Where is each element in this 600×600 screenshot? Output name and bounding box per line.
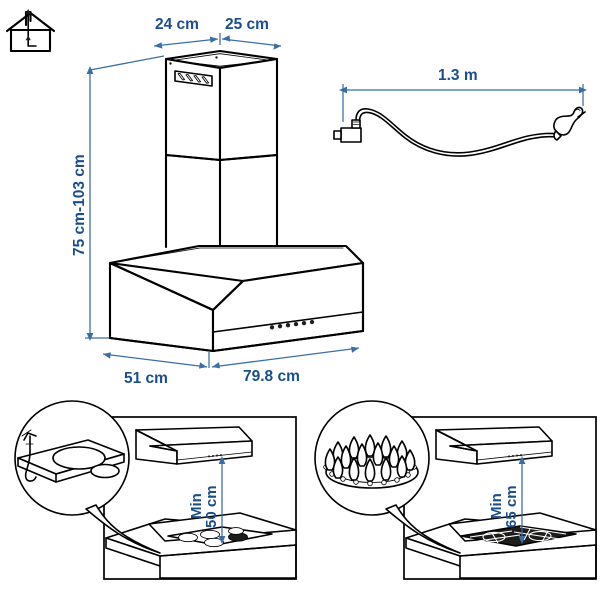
gas-burner-flame-icon <box>314 400 461 554</box>
house-duct-outside-icon <box>5 9 56 53</box>
schuko-plug-icon <box>553 106 586 141</box>
vent-louvers <box>174 70 213 87</box>
dim-depth-hood-body: 51 cm <box>124 370 168 387</box>
min-value-right: 65 cm <box>503 485 520 528</box>
min-clearance-dimension-right: Min 65 cm <box>488 456 526 544</box>
dim-height-range: 75 cm-103 cm <box>71 154 88 256</box>
dim-width-upper-duct: 25 cm <box>225 16 269 33</box>
flame-row-middle <box>324 442 416 471</box>
min-label-right: Min <box>488 493 505 519</box>
electric-cooktop-icon <box>105 512 297 579</box>
electric-hotplate-zoom-icon <box>14 400 161 554</box>
gas-cooktop-icon <box>405 512 597 579</box>
height-dimension-group: 75 cm-103 cm <box>71 55 165 341</box>
hood-control-buttons[interactable] <box>269 319 315 330</box>
appliance-connector-icon <box>333 119 362 143</box>
hood-small-left <box>135 426 253 465</box>
min-value-left: 50 cm <box>203 485 220 528</box>
hood-small-right <box>435 426 553 465</box>
dim-depth-upper-duct: 24 cm <box>155 16 199 33</box>
top-dimension-group: 24 cm 25 cm <box>153 16 282 50</box>
dim-cable-length: 1.3 m <box>438 67 478 84</box>
power-cable-length-view: 1.3 m <box>333 67 587 157</box>
min-label-left: Min <box>188 493 205 519</box>
extractor-hood-icon <box>108 49 365 353</box>
electric-hob-clearance-panel: Min 50 cm <box>14 400 297 580</box>
bottom-dimension-group: 51 cm 79.8 cm <box>102 346 360 387</box>
min-clearance-dimension-left: Min 50 cm <box>188 456 226 544</box>
dim-width-hood-body: 79.8 cm <box>243 368 300 385</box>
flame-row-front <box>332 455 408 482</box>
gas-hob-clearance-panel: Min 65 cm <box>314 400 597 580</box>
